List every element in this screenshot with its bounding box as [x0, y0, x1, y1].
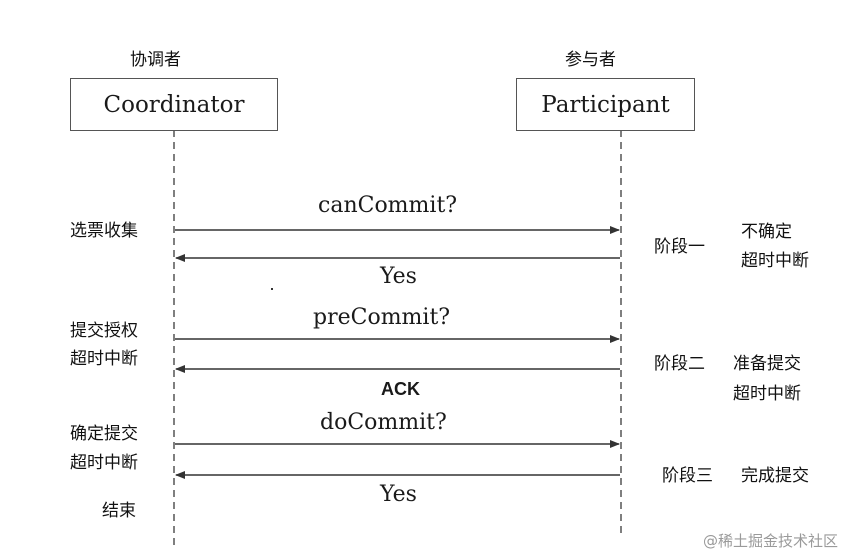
coordinator-note-confirm-commit: 确定提交	[70, 424, 138, 444]
coordinator-caption: 协调者	[130, 50, 181, 70]
coordinator-note-timeout-2: 超时中断	[70, 453, 138, 473]
message-label-precommit: preCommit?	[313, 305, 451, 330]
message-label-yes-2: Yes	[380, 482, 417, 507]
phase-one-label: 阶段一	[654, 237, 705, 257]
coordinator-label: Coordinator	[103, 91, 245, 118]
phase-two-label: 阶段二	[654, 354, 705, 374]
participant-label: Participant	[541, 91, 670, 118]
phase-three-label: 阶段三	[662, 466, 713, 486]
phase-three-note-complete: 完成提交	[741, 466, 809, 486]
coordinator-note-timeout-1: 超时中断	[70, 349, 138, 369]
coordinator-box: Coordinator	[70, 78, 278, 131]
phase-two-note-prepare: 准备提交	[733, 354, 801, 374]
message-label-cancommit: canCommit?	[318, 193, 458, 218]
coordinator-note-vote-collect: 选票收集	[70, 221, 138, 241]
stray-dot	[271, 288, 273, 290]
coordinator-note-end: 结束	[102, 501, 136, 521]
phase-one-note-timeout: 超时中断	[741, 251, 809, 271]
participant-box: Participant	[516, 78, 695, 131]
coordinator-note-commit-auth: 提交授权	[70, 321, 138, 341]
phase-two-note-timeout: 超时中断	[733, 384, 801, 404]
participant-caption: 参与者	[565, 50, 616, 70]
phase-one-note-uncertain: 不确定	[741, 222, 792, 242]
message-label-ack: ACK	[381, 379, 420, 399]
watermark: @稀土掘金技术社区	[703, 532, 839, 550]
message-label-yes-1: Yes	[380, 264, 417, 289]
message-label-docommit: doCommit?	[320, 410, 447, 435]
